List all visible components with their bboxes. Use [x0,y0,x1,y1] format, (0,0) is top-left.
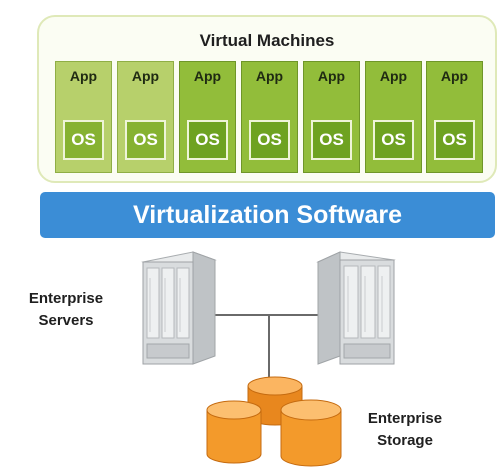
os-box: OS [125,120,166,160]
server-icon [316,251,396,365]
vm-tile-2: App OS [117,61,174,173]
app-label: App [131,68,160,84]
virtualization-software-bar: Virtualization Software [40,192,495,238]
server-link-line [215,314,320,316]
storage-cylinder-icon [206,376,342,467]
app-label: App [317,68,346,84]
storage-label-line2: Storage [377,432,433,449]
vm-tile-6: App OS [365,61,422,173]
os-box: OS [434,120,475,160]
vm-tile-5: App OS [303,61,360,173]
os-box: OS [63,120,104,160]
app-label: App [440,68,469,84]
os-box: OS [373,120,414,160]
os-box: OS [311,120,352,160]
enterprise-storage-label: Enterprise Storage [345,408,465,452]
vm-tile-3: App OS [179,61,236,173]
server-icon [141,251,217,365]
storage-link-line [268,314,270,378]
storage-label-line1: Enterprise [367,410,443,427]
servers-label-line2: Servers [38,312,94,329]
vm-section-title: Virtual Machines [199,31,335,50]
enterprise-servers-label: Enterprise Servers [6,288,126,332]
virtual-machines-panel: Virtual Machines App OS App OS App OS Ap… [37,15,497,183]
vm-row: App OS App OS App OS App OS App OS App O… [55,61,483,173]
vm-tile-7: App OS [426,61,483,173]
os-box: OS [187,120,228,160]
app-label: App [255,68,284,84]
servers-label-line1: Enterprise [28,290,104,307]
app-label: App [193,68,222,84]
vm-tile-4: App OS [241,61,298,173]
app-label: App [69,68,98,84]
os-box: OS [249,120,290,160]
app-label: App [379,68,408,84]
vm-tile-1: App OS [55,61,112,173]
